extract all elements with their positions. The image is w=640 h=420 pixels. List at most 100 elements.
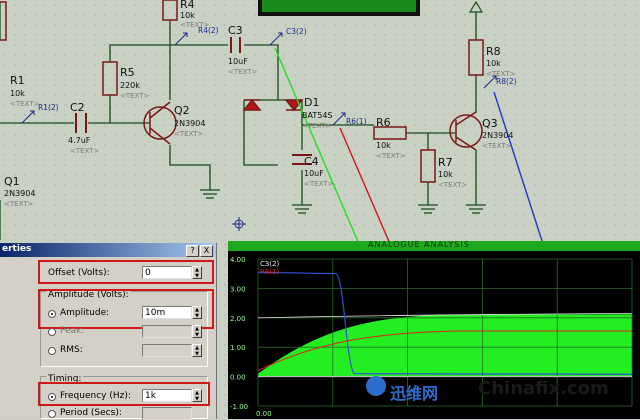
- amplitude-radio[interactable]: [48, 310, 56, 318]
- amplitude-spinner[interactable]: ▲▼: [192, 306, 202, 319]
- dialog-title: erties: [2, 244, 32, 254]
- top-instrument-screen: [262, 0, 416, 12]
- label-r8: R8: [486, 45, 501, 58]
- graph-fill-area: [258, 314, 632, 377]
- y-tick-label: 3.00: [230, 285, 246, 293]
- peak-radio[interactable]: [48, 328, 56, 336]
- dialog-titlebar[interactable]: erties ? X: [0, 243, 216, 257]
- label-q3: Q3: [482, 117, 498, 130]
- label-r4: R4: [180, 0, 195, 11]
- label-r1: R1: [10, 74, 25, 87]
- text-r8: <TEXT>: [486, 70, 516, 78]
- peak-spinner[interactable]: ▲▼: [192, 325, 202, 338]
- value-q2: 2N3904: [174, 119, 205, 128]
- legend-entry: C3(2): [260, 260, 280, 268]
- text-c3: <TEXT>: [228, 68, 258, 76]
- peak-input[interactable]: [142, 325, 192, 338]
- frequency-input[interactable]: 1k: [142, 389, 192, 402]
- power-terminal-icon: [468, 0, 484, 13]
- y-tick-label: 0.00: [230, 374, 246, 382]
- probe-c3: C3(2): [286, 27, 307, 36]
- frequency-spinner[interactable]: ▲▼: [192, 389, 202, 402]
- text-c4: <TEXT>: [304, 180, 334, 188]
- value-q1: 2N3904: [4, 189, 35, 198]
- highlight-frequency: [38, 382, 210, 406]
- period-radio[interactable]: [48, 410, 56, 418]
- label-c2: C2: [70, 101, 85, 114]
- transistor-q2: [143, 106, 177, 140]
- timing-group-label: Timing:: [46, 374, 84, 384]
- y-tick-label: 1.00: [230, 344, 246, 352]
- close-button[interactable]: X: [200, 245, 213, 257]
- value-d1: BAT54S: [302, 111, 332, 120]
- period-label: Period (Secs):: [60, 408, 122, 418]
- amplitude-label: Amplitude:: [60, 308, 110, 318]
- value-c2: 4.7uF: [68, 136, 91, 145]
- text-r4: <TEXT>: [180, 21, 210, 29]
- ground-symbols: [200, 189, 486, 214]
- value-q3: 2N3904: [482, 131, 513, 140]
- text-q1: <TEXT>: [4, 200, 34, 208]
- x-tick-label: 0.00: [256, 410, 272, 418]
- label-c3: C3: [228, 24, 243, 37]
- y-tick-label: -1.00: [230, 403, 248, 411]
- resistor-r1[interactable]: [0, 1, 7, 41]
- wires: [0, 2, 477, 240]
- label-r6: R6: [376, 116, 391, 129]
- text-c2: <TEXT>: [70, 147, 100, 155]
- rms-radio[interactable]: [48, 347, 56, 355]
- probe-c3-icon: [269, 32, 283, 46]
- frequency-radio[interactable]: [48, 393, 56, 401]
- highlight-amplitude: [38, 289, 214, 329]
- graph-titlebar: ANALOGUE ANALYSIS: [228, 240, 640, 251]
- resistor-r8[interactable]: [468, 39, 484, 76]
- watermark-logo-icon: [366, 376, 386, 396]
- trace-r6: [257, 330, 632, 372]
- text-d1: <TEXT>: [302, 122, 332, 130]
- resistors: [0, 0, 484, 183]
- help-button[interactable]: ?: [186, 245, 199, 257]
- text-r6: <TEXT>: [376, 152, 406, 160]
- label-q1: Q1: [4, 175, 20, 188]
- probe-r6: R6(1): [346, 117, 367, 126]
- transistors: [143, 101, 483, 151]
- generator-properties-dialog[interactable]: erties ? X Offset (Volts): 0 ▲▼ Amplitud…: [0, 243, 217, 420]
- probe-r1-icon: [21, 110, 35, 124]
- rms-spinner[interactable]: ▲▼: [192, 344, 202, 357]
- value-r8: 10k: [486, 59, 501, 68]
- text-r1: <TEXT>: [10, 100, 40, 108]
- text-q2: <TEXT>: [174, 130, 204, 138]
- capacitor-c3: [230, 37, 241, 53]
- value-c4: 10uF: [304, 169, 324, 178]
- label-r7: R7: [438, 156, 453, 169]
- text-r5: <TEXT>: [120, 92, 150, 100]
- amplitude-input[interactable]: 10m: [142, 306, 192, 319]
- value-r6: 10k: [376, 141, 391, 150]
- amplitude-group-label: Amplitude (Volts):: [46, 290, 131, 300]
- trace-c3: [257, 312, 633, 319]
- capacitor-c4: [292, 154, 312, 165]
- label-q2: Q2: [174, 104, 190, 117]
- rms-label: RMS:: [60, 345, 83, 355]
- value-c3: 10uF: [228, 57, 248, 66]
- label-d1: D1: [304, 96, 319, 109]
- legend-entry: R6(1): [260, 268, 280, 276]
- watermark-en: Chinafix.com: [478, 378, 609, 399]
- value-r1: 10k: [10, 89, 25, 98]
- capacitor-c2: [75, 113, 87, 133]
- transistor-q3: [449, 114, 483, 148]
- resistor-r6[interactable]: [373, 126, 407, 140]
- period-input[interactable]: [142, 407, 192, 420]
- y-tick-label: 2.00: [230, 315, 246, 323]
- graph-title: ANALOGUE ANALYSIS: [368, 240, 470, 249]
- offset-input[interactable]: 0: [142, 266, 192, 279]
- rms-input[interactable]: [142, 344, 192, 357]
- resistor-r7[interactable]: [420, 149, 436, 183]
- offset-spinner[interactable]: ▲▼: [192, 266, 202, 279]
- label-c4: C4: [304, 155, 319, 168]
- resistor-r5[interactable]: [102, 61, 118, 96]
- resistor-r4[interactable]: [162, 0, 178, 21]
